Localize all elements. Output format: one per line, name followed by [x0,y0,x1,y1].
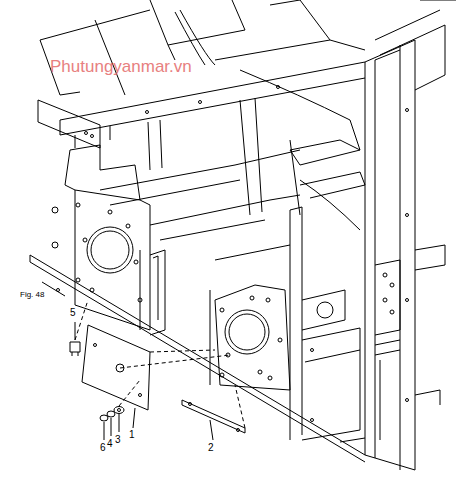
leader-lines [75,322,213,440]
assembly-lines [75,300,245,428]
callout-number: 3 [115,435,121,445]
callout-number: 1 [129,430,135,440]
center-post [290,207,365,442]
nut-washers [100,407,124,422]
callout-number: 4 [107,439,113,449]
callout-number: 2 [208,443,214,453]
callout-number: 5 [70,308,76,318]
watermark: Phutungyanmar.vn [50,58,192,75]
cover-plate [82,325,150,410]
support-bar [182,400,245,433]
figure-number: Fig. 48 [20,291,44,299]
left-mount-plate [52,145,165,335]
cross-beam [60,62,365,170]
floor-members [100,98,360,260]
callout-number: 6 [100,443,106,453]
bracket [38,100,100,148]
column [365,40,445,470]
right-mount-plate [215,285,290,390]
upper-frame [40,0,456,198]
lower-rail [30,250,365,462]
bolt [70,342,80,356]
